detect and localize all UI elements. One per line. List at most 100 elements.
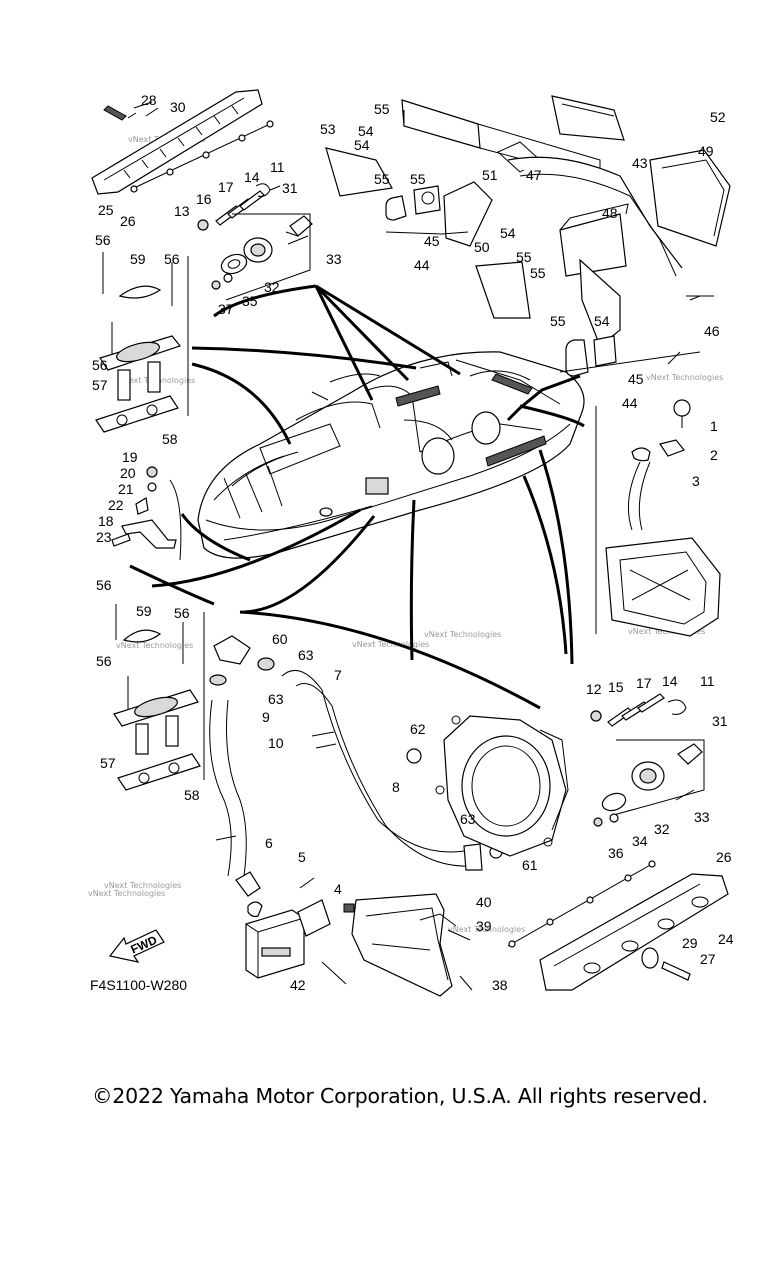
callout-62: 62 (410, 721, 426, 737)
copyright-notice: ©2022 Yamaha Motor Corporation, U.S.A. A… (92, 1084, 708, 1108)
right-drain-plug-assembly (595, 399, 721, 637)
bottom-right-hardware (590, 693, 705, 827)
callout-20: 20 (120, 465, 136, 481)
callout-63: 63 (268, 691, 284, 707)
callout-56: 56 (92, 357, 108, 373)
top-left-hardware (197, 183, 281, 231)
callout-55: 55 (516, 249, 532, 265)
callout-42: 42 (290, 977, 306, 993)
callout-55: 55 (550, 313, 566, 329)
callout-23: 23 (96, 529, 112, 545)
hose-assembly (209, 635, 503, 897)
fwd-arrow: FWD (108, 929, 165, 963)
callout-45: 45 (424, 233, 440, 249)
callout-52: 52 (710, 109, 726, 125)
callout-24: 24 (718, 931, 734, 947)
callout-28: 28 (141, 92, 157, 108)
cover-bracket-assembly (343, 893, 473, 997)
callout-45: 45 (628, 371, 644, 387)
callout-56: 56 (96, 577, 112, 593)
callout-38: 38 (492, 977, 508, 993)
callout-31: 31 (712, 713, 728, 729)
watermark-text: vNext Technologies (88, 889, 165, 898)
callout-31: 31 (282, 180, 298, 196)
callout-33: 33 (326, 251, 342, 267)
top-right-cover-assembly (325, 95, 731, 377)
callout-8: 8 (392, 779, 400, 795)
callout-54: 54 (354, 137, 370, 153)
callout-3: 3 (692, 473, 700, 489)
callout-22: 22 (108, 497, 124, 513)
callout-55: 55 (374, 101, 390, 117)
callout-49: 49 (698, 143, 714, 159)
callout-58: 58 (184, 787, 200, 803)
callout-36: 36 (608, 845, 624, 861)
callout-51: 51 (482, 167, 498, 183)
callout-26: 26 (120, 213, 136, 229)
battery-box-assembly (245, 877, 347, 985)
callout-10: 10 (268, 735, 284, 751)
callout-11: 11 (700, 673, 715, 689)
callout-32: 32 (264, 279, 280, 295)
callout-54: 54 (594, 313, 610, 329)
watermark-text: vNext Technologies (448, 925, 525, 934)
callout-35: 35 (242, 293, 258, 309)
callout-17: 17 (636, 675, 652, 691)
callout-26: 26 (716, 849, 732, 865)
top-left-rail-assembly (91, 89, 274, 195)
callout-1: 1 (710, 418, 718, 434)
left-deck-fitting-upper (95, 252, 189, 433)
callout-54: 54 (500, 225, 516, 241)
callout-55: 55 (374, 171, 390, 187)
callout-25: 25 (98, 202, 114, 218)
callout-56: 56 (95, 232, 111, 248)
callout-59: 59 (136, 603, 152, 619)
left-bracket-assembly (111, 466, 182, 561)
callout-29: 29 (682, 935, 698, 951)
watermark-text: vNext Technologies (104, 881, 181, 890)
callout-58: 58 (162, 431, 178, 447)
callout-40: 40 (476, 894, 492, 910)
callout-32: 32 (654, 821, 670, 837)
callout-46: 46 (704, 323, 720, 339)
callout-50: 50 (474, 239, 490, 255)
top-left-drain-assembly (211, 213, 313, 301)
bottom-right-rail-assembly (507, 860, 729, 991)
callout-9: 9 (262, 709, 270, 725)
callout-63: 63 (460, 811, 476, 827)
left-deck-fitting-lower (113, 604, 205, 791)
callout-39: 39 (476, 918, 492, 934)
callout-16: 16 (196, 191, 212, 207)
callout-55: 55 (410, 171, 426, 187)
callout-11: 11 (270, 159, 285, 175)
drawing-code: F4S1100-W280 (90, 977, 187, 993)
callout-48: 48 (602, 205, 618, 221)
callout-56: 56 (164, 251, 180, 267)
callout-57: 57 (92, 377, 108, 393)
callout-43: 43 (632, 155, 648, 171)
watermark-text: vNext Technologies (116, 641, 193, 650)
callout-21: 21 (118, 481, 134, 497)
callout-2: 2 (710, 447, 718, 463)
callout-37: 37 (218, 301, 234, 317)
callout-44: 44 (414, 257, 430, 273)
watercraft-hull (197, 351, 585, 559)
callout-6: 6 (265, 835, 273, 851)
callout-53: 53 (320, 121, 336, 137)
callout-56: 56 (174, 605, 190, 621)
callout-55: 55 (530, 265, 546, 281)
callout-54: 54 (358, 123, 374, 139)
callout-61: 61 (522, 857, 538, 873)
callout-12: 12 (586, 681, 602, 697)
callout-14: 14 (662, 673, 678, 689)
callout-30: 30 (170, 99, 186, 115)
jet-pump-housing (435, 715, 569, 857)
callout-4: 4 (334, 881, 342, 897)
callout-34: 34 (632, 833, 648, 849)
callout-18: 18 (98, 513, 114, 529)
callout-47: 47 (526, 167, 542, 183)
callout-33: 33 (694, 809, 710, 825)
callout-63: 63 (298, 647, 314, 663)
